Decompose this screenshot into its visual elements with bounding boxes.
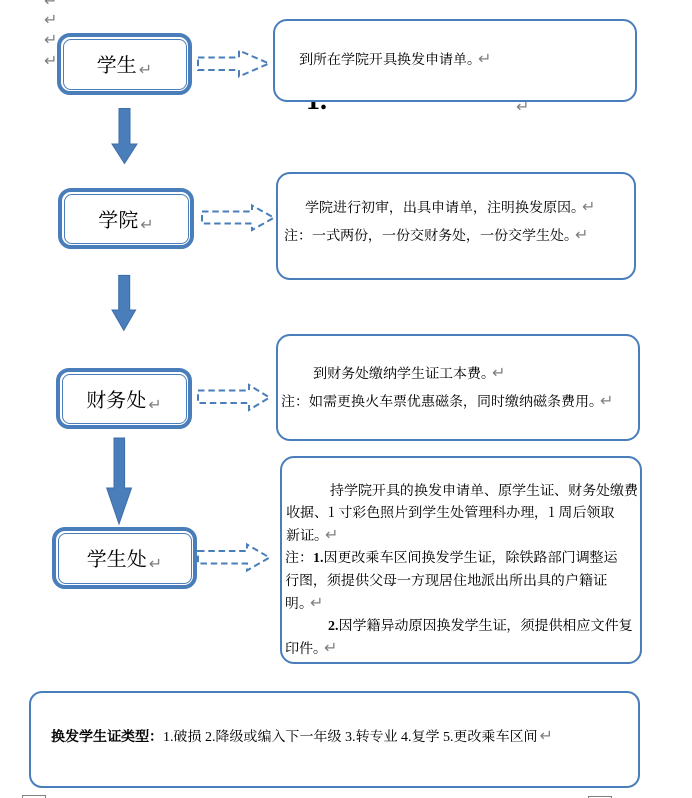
note-line: 明。↵ — [285, 592, 324, 613]
flow-step-student[interactable]: 学生↵ — [57, 33, 192, 95]
flow-step-studentaffairs-inner: 学生处↵ — [57, 532, 192, 584]
flow-step-college[interactable]: 学院↵ — [58, 188, 194, 249]
dashed-right-arrow-icon — [197, 48, 272, 79]
paragraph-mark: ↵ — [44, 10, 58, 29]
flow-step-label: 学生↵ — [96, 49, 153, 79]
footer-line: 换发学生证类型：1.破损 2.降级或编入下一年级 3.转专业 4.复学 5.更改… — [51, 726, 553, 746]
flow-step-finance-inner: 财务处↵ — [61, 373, 187, 424]
down-arrow-icon — [106, 437, 133, 526]
footer-box[interactable]: 换发学生证类型：1.破损 2.降级或编入下一年级 3.转专业 4.复学 5.更改… — [29, 691, 640, 788]
note-box-college[interactable]: 学院进行初审，出具申请单，注明换发原因。↵ 注：一式两份，一份交财务处，一份交学… — [276, 172, 636, 280]
dashed-right-arrow-icon — [197, 383, 272, 412]
paragraph-mark: ↵ — [310, 592, 324, 612]
note-line: 注：1.因更改乘车区间换发学生证，除铁路部门调整运 — [285, 547, 618, 568]
note-line: 注：一式两份，一份交财务处，一份交学生处。↵ — [284, 225, 589, 245]
flow-step-finance[interactable]: 财务处↵ — [56, 368, 192, 429]
note-box-studentaffairs[interactable]: 持学院开具的换发申请单、原学生证、财务处缴费 收据、1 寸彩色照片到学生处管理科… — [280, 456, 642, 664]
note-line: 行图，须提供父母一方现居住地派出所出具的户籍证 — [285, 569, 607, 590]
dashed-right-arrow-icon — [197, 542, 272, 573]
partial-rect — [588, 796, 612, 798]
dashed-right-arrow-icon — [201, 203, 277, 232]
flow-step-college-inner: 学院↵ — [63, 193, 189, 244]
paragraph-mark: ↵ — [138, 60, 153, 79]
paragraph-mark: ↵ — [140, 214, 154, 234]
paragraph-mark: ↵ — [324, 637, 338, 657]
down-arrow-icon — [111, 108, 138, 165]
paragraph-mark: ↵ — [539, 726, 553, 745]
note-line: 到所在学院开具换发申请单。↵ — [299, 49, 492, 69]
paragraph-mark: ↵ — [44, 0, 58, 10]
note-line: 到财务处缴纳学生证工本费。↵ — [313, 363, 506, 383]
paragraph-mark: ↵ — [148, 554, 163, 573]
note-line: 2.因学籍异动原因换发学生证，须提供相应文件复 — [328, 615, 633, 636]
paragraph-mark: ↵ — [478, 49, 492, 68]
note-line: 学院进行初审，出具申请单，注明换发原因。↵ — [305, 197, 596, 217]
paragraph-mark: ↵ — [575, 225, 589, 244]
partial-rect — [22, 795, 46, 798]
flow-step-label: 学生处↵ — [86, 543, 163, 573]
paragraph-mark: ↵ — [582, 197, 596, 216]
note-line: 持学院开具的换发申请单、原学生证、财务处缴费 — [330, 479, 638, 500]
paragraph-mark: ↵ — [516, 97, 530, 116]
note-line: 新证。↵ — [286, 524, 339, 545]
note-box-student[interactable]: 到所在学院开具换发申请单。↵ — [273, 19, 637, 102]
paragraph-mark: ↵ — [44, 30, 58, 49]
note-box-finance[interactable]: 到财务处缴纳学生证工本费。↵ 注：如需更换火车票优惠磁条，同时缴纳磁条费用。↵ — [276, 334, 640, 441]
flow-step-student-inner: 学生↵ — [62, 38, 187, 90]
paragraph-mark: ↵ — [148, 394, 162, 414]
note-line: 收据、1 寸彩色照片到学生处管理科办理，1 周后领取 — [286, 502, 615, 523]
flow-step-label: 学院↵ — [98, 203, 154, 234]
flow-step-label: 财务处↵ — [86, 383, 162, 414]
note-line: 印件。↵ — [285, 637, 338, 658]
paragraph-mark: ↵ — [44, 51, 58, 70]
note-line: 注：如需更换火车票优惠磁条，同时缴纳磁条费用。↵ — [281, 391, 614, 411]
paragraph-mark: ↵ — [600, 391, 614, 410]
flow-step-studentaffairs[interactable]: 学生处↵ — [52, 527, 197, 589]
down-arrow-icon — [111, 274, 137, 332]
paragraph-mark: ↵ — [492, 363, 506, 382]
paragraph-mark: ↵ — [325, 524, 339, 544]
